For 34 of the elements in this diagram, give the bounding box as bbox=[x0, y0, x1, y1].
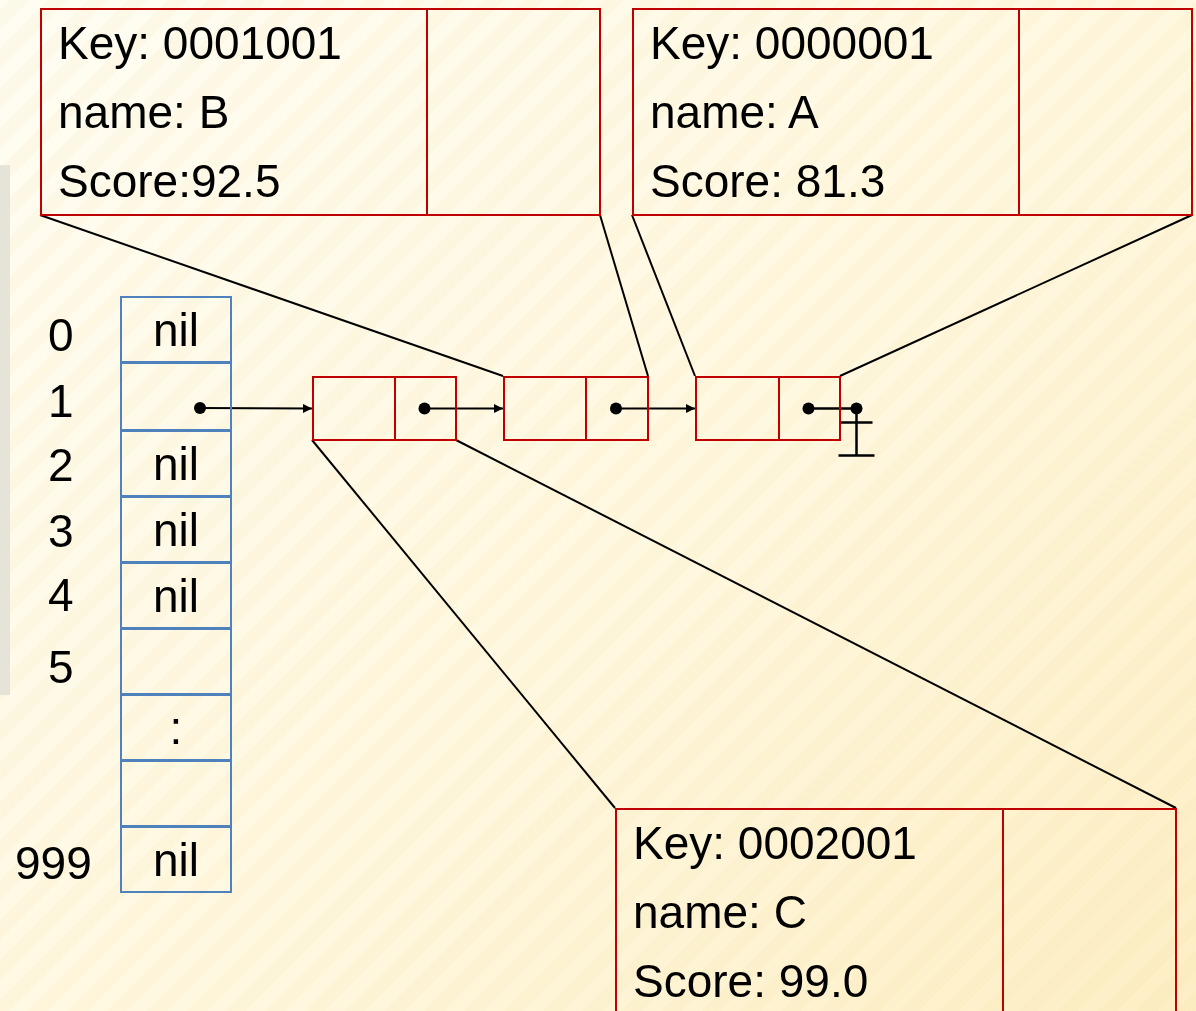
cell-value: : bbox=[169, 704, 183, 751]
hash-table-cell bbox=[120, 826, 232, 893]
hash-table-cell bbox=[120, 760, 232, 827]
index-label: 0 bbox=[48, 312, 74, 358]
index-label: 1 bbox=[48, 378, 74, 424]
hash-table-cell bbox=[120, 694, 232, 761]
index-label: 2 bbox=[48, 442, 74, 488]
hash-table-cell bbox=[120, 430, 232, 497]
record-box bbox=[632, 8, 1193, 216]
hash-table-cell bbox=[120, 296, 232, 363]
record-field: name: C bbox=[633, 889, 807, 935]
record-box bbox=[40, 8, 601, 216]
hash-table-cell bbox=[120, 362, 232, 431]
index-label: 5 bbox=[48, 644, 74, 690]
index-label: 3 bbox=[48, 508, 74, 554]
list-node bbox=[695, 376, 841, 441]
cell-value: nil bbox=[153, 306, 199, 353]
record-field: Score: 99.0 bbox=[633, 958, 869, 1004]
index-label: 999 bbox=[15, 840, 92, 886]
list-node bbox=[503, 376, 649, 441]
cell-value: nil bbox=[153, 836, 199, 883]
hash-table-cell bbox=[120, 628, 232, 695]
record-field: name: A bbox=[650, 89, 819, 135]
index-label: 4 bbox=[48, 572, 74, 618]
list-node bbox=[312, 376, 457, 441]
cell-value: nil bbox=[153, 440, 199, 487]
record-field: Score:92.5 bbox=[58, 158, 281, 204]
record-box bbox=[615, 808, 1177, 1011]
hash-table-cell bbox=[120, 496, 232, 563]
record-field: name: B bbox=[58, 89, 230, 135]
record-field: Score: 81.3 bbox=[650, 158, 886, 204]
hash-table-cell bbox=[120, 562, 232, 629]
cell-value: nil bbox=[153, 572, 199, 619]
cell-value: nil bbox=[153, 506, 199, 553]
